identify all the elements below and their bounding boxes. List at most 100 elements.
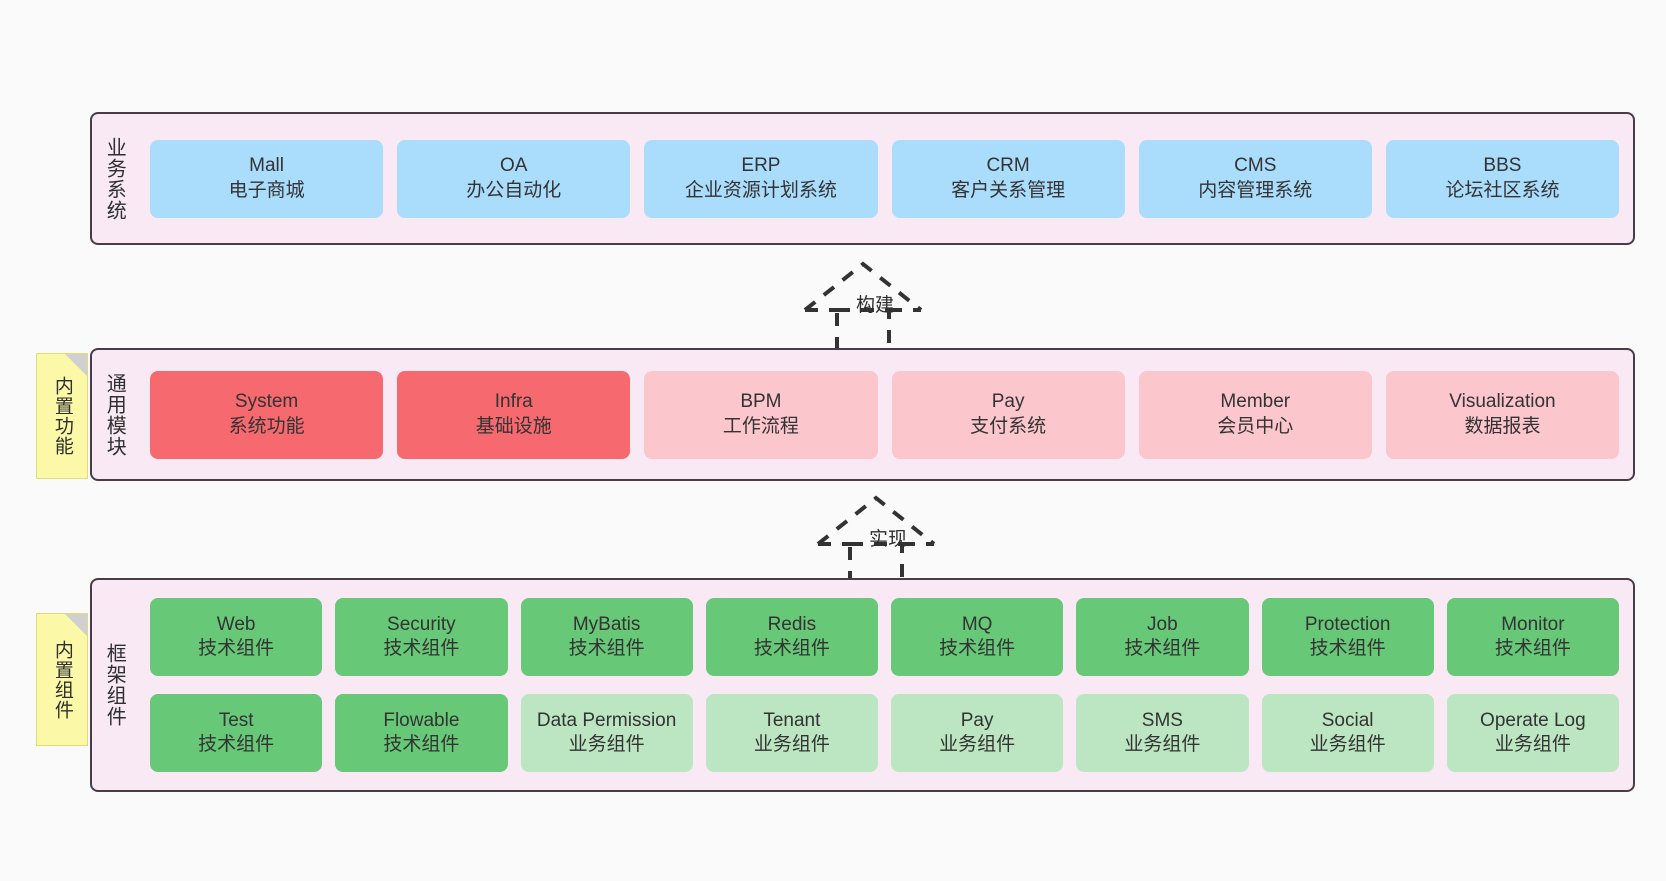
- framework-card-redis[interactable]: Redis 技术组件: [705, 598, 878, 676]
- layer-label-business-systems: 业务系统: [103, 136, 126, 221]
- card-subtitle: 企业资源计划系统: [684, 179, 837, 201]
- card-title: Mall: [249, 155, 284, 177]
- card-subtitle: 电子商城: [228, 179, 305, 201]
- framework-card-mq[interactable]: MQ 技术组件: [891, 598, 1064, 676]
- card-subtitle: 办公自动化: [466, 179, 562, 201]
- card-title: CMS: [1234, 155, 1277, 177]
- framework-tech-row: Web 技术组件 Security 技术组件 MyBatis 技术组件 Redi…: [150, 598, 1619, 676]
- card-title: CRM: [986, 155, 1030, 177]
- business-systems-card-list: Mall 电子商城 OA 办公自动化 ERP 企业资源计划系统 CRM 客户关系…: [136, 114, 1633, 243]
- framework-business-row: Test 技术组件 Flowable 技术组件 Data Permission …: [150, 694, 1619, 772]
- note-text: 内置功能: [51, 376, 73, 456]
- module-card-visualization[interactable]: Visualization 数据报表: [1385, 370, 1620, 459]
- module-card-system[interactable]: System 系统功能: [150, 370, 384, 459]
- card-subtitle: 业务组件: [1124, 734, 1201, 755]
- card-subtitle: 客户关系管理: [951, 179, 1066, 201]
- layer-label-framework-components: 框架组件: [103, 643, 126, 727]
- framework-card-operate-log[interactable]: Operate Log 业务组件: [1446, 694, 1619, 772]
- card-title: SMS: [1141, 709, 1183, 731]
- card-title: BPM: [740, 391, 782, 413]
- layer-framework-components: 框架组件 Web 技术组件 Security 技术组件 MyBatis 技术组件…: [90, 578, 1635, 792]
- card-title: Flowable: [383, 709, 460, 731]
- module-card-member[interactable]: Member 会员中心: [1138, 370, 1372, 459]
- card-subtitle: 技术组件: [939, 638, 1016, 659]
- framework-card-monitor[interactable]: Monitor 技术组件: [1446, 598, 1619, 676]
- generalization-arrow-icon: [803, 261, 923, 352]
- card-title: ERP: [741, 155, 781, 177]
- business-card-bbs[interactable]: BBS 论坛社区系统: [1385, 139, 1620, 218]
- business-card-oa[interactable]: OA 办公自动化: [397, 139, 631, 218]
- card-subtitle: 内容管理系统: [1198, 179, 1313, 201]
- module-card-infra[interactable]: Infra 基础设施: [397, 370, 631, 459]
- connector-implement-label: 实现: [868, 529, 908, 550]
- connector-implement: 实现: [808, 492, 968, 586]
- card-subtitle: 支付系统: [970, 415, 1047, 437]
- framework-card-security[interactable]: Security 技术组件: [335, 598, 508, 676]
- card-title: MQ: [961, 613, 993, 635]
- business-card-mall[interactable]: Mall 电子商城: [150, 139, 384, 218]
- card-subtitle: 业务组件: [1494, 734, 1571, 755]
- card-title: Social: [1321, 709, 1374, 731]
- framework-card-data-permission[interactable]: Data Permission 业务组件: [520, 694, 693, 772]
- card-title: Pay: [991, 391, 1025, 413]
- card-title: OA: [500, 155, 528, 177]
- framework-card-job[interactable]: Job 技术组件: [1076, 598, 1249, 676]
- note-builtin-features: 内置功能: [36, 353, 88, 479]
- note-text: 内置组件: [51, 639, 73, 720]
- card-subtitle: 技术组件: [753, 638, 830, 659]
- card-title: Pay: [960, 709, 994, 731]
- connector-build: 构建: [795, 258, 955, 352]
- card-subtitle: 技术组件: [198, 734, 275, 755]
- card-subtitle: 技术组件: [1309, 638, 1386, 659]
- card-title: Web: [216, 613, 256, 635]
- common-modules-card-list: System 系统功能 Infra 基础设施 BPM 工作流程 Pay 支付系统…: [136, 350, 1633, 479]
- card-title: System: [234, 391, 299, 413]
- card-title: Member: [1220, 391, 1291, 413]
- note-builtin-components: 内置组件: [36, 613, 88, 746]
- business-card-cms[interactable]: CMS 内容管理系统: [1138, 139, 1372, 218]
- card-title: Infra: [494, 391, 533, 413]
- layer-label-common-modules: 通用模块: [103, 372, 126, 457]
- framework-card-tenant[interactable]: Tenant 业务组件: [705, 694, 878, 772]
- card-title: Redis: [767, 613, 817, 635]
- card-subtitle: 技术组件: [383, 734, 460, 755]
- card-title: Security: [387, 613, 456, 635]
- card-subtitle: 技术组件: [198, 638, 275, 659]
- card-subtitle: 业务组件: [1309, 734, 1386, 755]
- connector-build-label: 构建: [855, 295, 895, 316]
- card-title: MyBatis: [572, 613, 641, 635]
- card-subtitle: 技术组件: [383, 638, 460, 659]
- card-title: Operate Log: [1480, 709, 1586, 731]
- card-title: BBS: [1483, 155, 1522, 177]
- module-card-pay[interactable]: Pay 支付系统: [891, 370, 1125, 459]
- business-card-erp[interactable]: ERP 企业资源计划系统: [644, 139, 878, 218]
- framework-card-sms[interactable]: SMS 业务组件: [1076, 694, 1249, 772]
- card-title: Monitor: [1501, 613, 1565, 635]
- module-card-bpm[interactable]: BPM 工作流程: [644, 370, 878, 459]
- business-card-crm[interactable]: CRM 客户关系管理: [891, 139, 1125, 218]
- card-subtitle: 论坛社区系统: [1445, 179, 1560, 201]
- framework-card-flowable[interactable]: Flowable 技术组件: [335, 694, 508, 772]
- framework-card-mybatis[interactable]: MyBatis 技术组件: [520, 598, 693, 676]
- generalization-arrow-icon: [816, 495, 936, 586]
- card-subtitle: 技术组件: [568, 638, 645, 659]
- framework-card-web[interactable]: Web 技术组件: [150, 598, 323, 676]
- card-subtitle: 业务组件: [568, 734, 645, 755]
- card-subtitle: 系统功能: [228, 415, 305, 437]
- card-title: Visualization: [1449, 391, 1556, 413]
- card-title: Data Permission: [536, 709, 677, 731]
- card-title: Job: [1147, 613, 1178, 635]
- card-subtitle: 数据报表: [1464, 415, 1541, 437]
- card-title: Test: [218, 709, 254, 731]
- framework-card-social[interactable]: Social 业务组件: [1261, 694, 1434, 772]
- card-subtitle: 业务组件: [939, 734, 1016, 755]
- framework-card-protection[interactable]: Protection 技术组件: [1261, 598, 1434, 676]
- framework-card-pay[interactable]: Pay 业务组件: [891, 694, 1064, 772]
- layer-common-modules: 通用模块 System 系统功能 Infra 基础设施 BPM 工作流程 Pay…: [90, 348, 1635, 481]
- card-title: Tenant: [763, 709, 821, 731]
- framework-components-card-grid: Web 技术组件 Security 技术组件 MyBatis 技术组件 Redi…: [136, 580, 1633, 790]
- framework-card-test[interactable]: Test 技术组件: [150, 694, 323, 772]
- card-subtitle: 技术组件: [1124, 638, 1201, 659]
- card-subtitle: 工作流程: [722, 415, 799, 437]
- card-title: Protection: [1304, 613, 1391, 635]
